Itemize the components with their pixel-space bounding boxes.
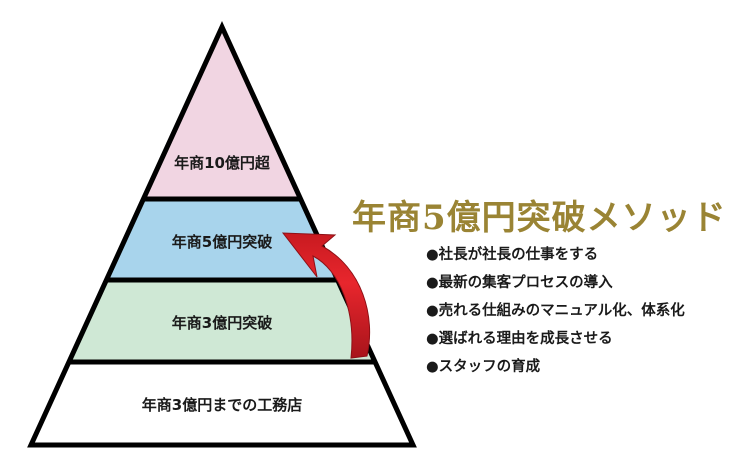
tier-1-fill — [143, 27, 300, 199]
tier-2-fill — [106, 199, 337, 280]
tier-4-fill — [31, 362, 413, 445]
method-item: ●スタッフの育成 — [426, 359, 541, 375]
method-item: ●社長が社長の仕事をする — [426, 247, 599, 263]
method-item: ●売れる仕組みのマニュアル化、体系化 — [426, 303, 685, 319]
tier-label-3: 年商3億円突破 — [172, 314, 272, 332]
tier-label-1: 年商10億円超 — [174, 154, 271, 172]
upgrade-arrow — [281, 232, 371, 359]
tier-label-4: 年商3億円までの工務店 — [142, 396, 302, 414]
method-item: ●選ばれる理由を成長させる — [426, 331, 613, 347]
method-list: ●社長が社長の仕事をする ●最新の集客プロセスの導入 ●売れる仕組みのマニュアル… — [426, 246, 685, 386]
tier-3-fill — [69, 280, 374, 362]
method-item: ●最新の集客プロセスの導入 — [426, 275, 613, 291]
method-title: 年商5億円突破メソッド — [352, 198, 727, 238]
tier-label-2: 年商5億円突破 — [172, 233, 272, 251]
